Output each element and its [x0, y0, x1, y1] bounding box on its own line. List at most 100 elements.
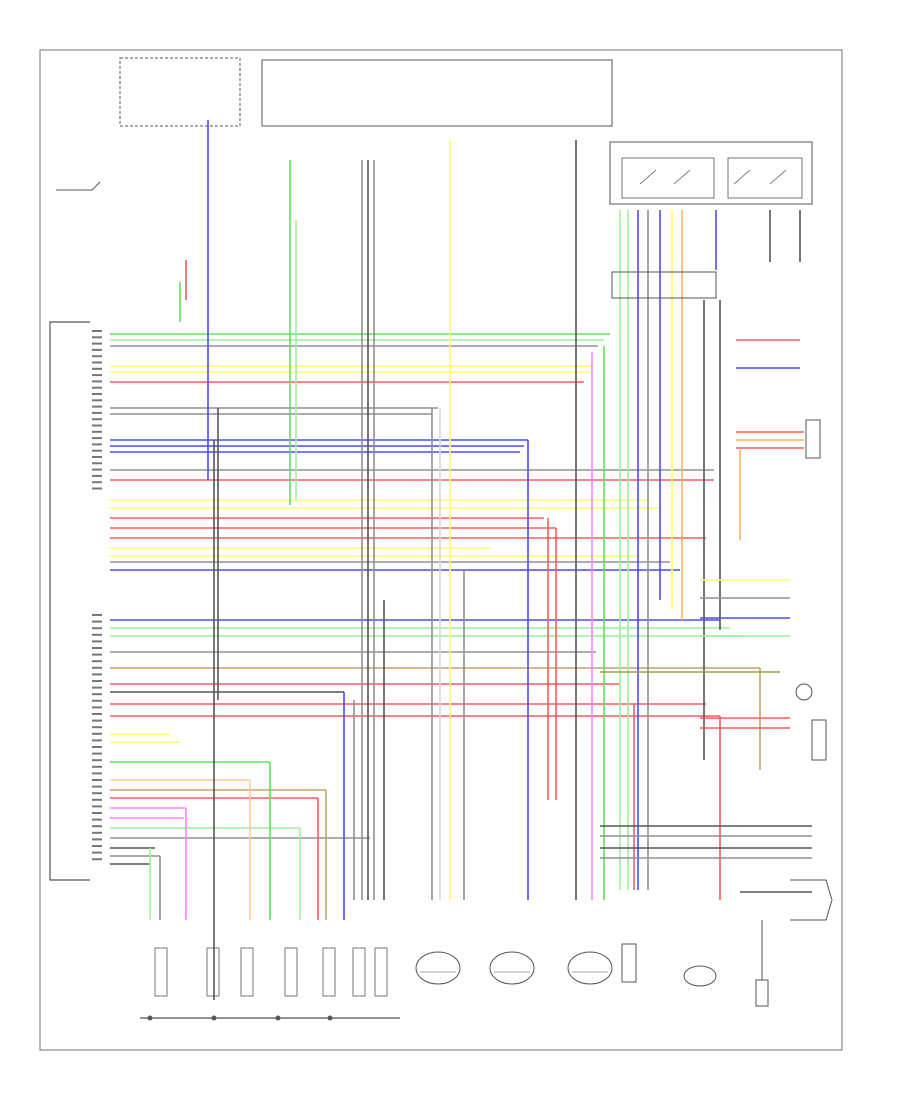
- fuse-box-main: [261, 59, 613, 127]
- buzzer-symbol: [795, 683, 813, 701]
- pin-label: [92, 798, 102, 801]
- pin-label: [92, 752, 102, 755]
- pin-label: [92, 456, 102, 458]
- pin-label: [92, 666, 102, 669]
- shift-switch-symbol: [790, 879, 833, 921]
- pin-label: [92, 633, 102, 636]
- pin-label: [92, 411, 102, 414]
- pin-label: [92, 462, 102, 465]
- pin-label: [92, 686, 102, 689]
- sensor-symbol: [489, 951, 535, 985]
- pin-label: [92, 759, 102, 762]
- pin-label: [92, 792, 102, 795]
- pin-label: [92, 342, 102, 345]
- pin-label: [92, 468, 102, 471]
- sensor-connector: [374, 947, 388, 997]
- pin-label: [92, 660, 102, 663]
- pin-label: [92, 693, 102, 696]
- speed-sensor-symbol: [683, 965, 717, 987]
- ground-node: [327, 1015, 333, 1021]
- outer-border: [39, 49, 843, 1051]
- diagram-frame: [39, 49, 843, 1051]
- sensor-connector: [284, 947, 298, 997]
- junction-connector: [611, 271, 717, 299]
- pin-label: [92, 367, 102, 370]
- pin-label: [92, 399, 102, 402]
- pin-label: [92, 405, 102, 408]
- pin-label: [92, 765, 102, 768]
- pin-label: [92, 374, 102, 377]
- pin-label: [92, 355, 102, 358]
- pin-label: [92, 449, 102, 452]
- pin-label: [92, 746, 102, 748]
- pin-label: [92, 393, 102, 395]
- wires: [110, 120, 812, 1000]
- pin-label: [92, 336, 102, 339]
- connector-right-upper: [805, 419, 821, 459]
- pin-label: [92, 831, 102, 834]
- sensor-symbol: [415, 951, 461, 985]
- pin-label: [92, 699, 102, 702]
- ground-node: [211, 1015, 217, 1021]
- pin-label: [92, 430, 102, 433]
- control-module-outline: [49, 321, 90, 881]
- pin-label: [92, 838, 102, 841]
- pin-label: [92, 640, 102, 643]
- pin-label: [92, 673, 102, 676]
- components: [49, 57, 833, 1021]
- relay-contact: [639, 169, 657, 185]
- sensor-symbol: [567, 951, 613, 985]
- pin-label: [92, 858, 102, 861]
- switch-symbol-top-left: [56, 181, 101, 191]
- relay-box-inner-right: [727, 157, 803, 199]
- pin-label: [92, 772, 102, 775]
- sensor-connector: [240, 947, 254, 997]
- ground-terminal-right: [755, 979, 769, 1007]
- pin-label: [92, 330, 102, 332]
- pin-label: [92, 818, 102, 821]
- pin-label: [92, 380, 102, 383]
- solenoid-symbol: [621, 943, 637, 983]
- pin-label: [92, 424, 102, 427]
- pin-label: [92, 620, 102, 623]
- pin-label: [92, 474, 102, 477]
- pin-label: [92, 653, 102, 656]
- pin-label: [92, 732, 102, 735]
- fuse-box-left: [119, 57, 241, 127]
- sensor-connector: [154, 947, 168, 997]
- relay-box-inner-left: [621, 157, 715, 199]
- sensor-connector: [352, 947, 366, 997]
- pin-label: [92, 739, 102, 742]
- pin-label: [92, 437, 102, 440]
- position-switch-symbol: [811, 719, 827, 761]
- pin-label: [92, 812, 102, 814]
- relay-box-right: [609, 141, 813, 205]
- pin-label: [92, 805, 102, 808]
- pin-label: [92, 706, 102, 709]
- ground-node: [275, 1015, 281, 1021]
- pin-label: [92, 361, 102, 364]
- relay-contact: [769, 169, 787, 185]
- pin-label: [92, 825, 102, 828]
- pin-label: [92, 443, 102, 446]
- pin-label: [92, 851, 102, 854]
- pin-label: [92, 348, 102, 351]
- pin-label: [92, 614, 102, 616]
- pin-label: [92, 386, 102, 389]
- relay-contact: [673, 169, 691, 185]
- sensor-connector: [206, 947, 220, 997]
- pin-label: [92, 726, 102, 729]
- pin-label: [92, 785, 102, 788]
- pin-label: [92, 481, 102, 484]
- ground-node: [147, 1015, 153, 1021]
- pin-label: [92, 627, 102, 630]
- pin-label: [92, 487, 102, 490]
- sensor-connector: [322, 947, 336, 997]
- pin-label: [92, 779, 102, 781]
- pin-label: [92, 680, 102, 682]
- pin-label: [92, 719, 102, 722]
- pin-label: [92, 845, 102, 847]
- pin-label: [92, 647, 102, 649]
- pin-label: [92, 418, 102, 421]
